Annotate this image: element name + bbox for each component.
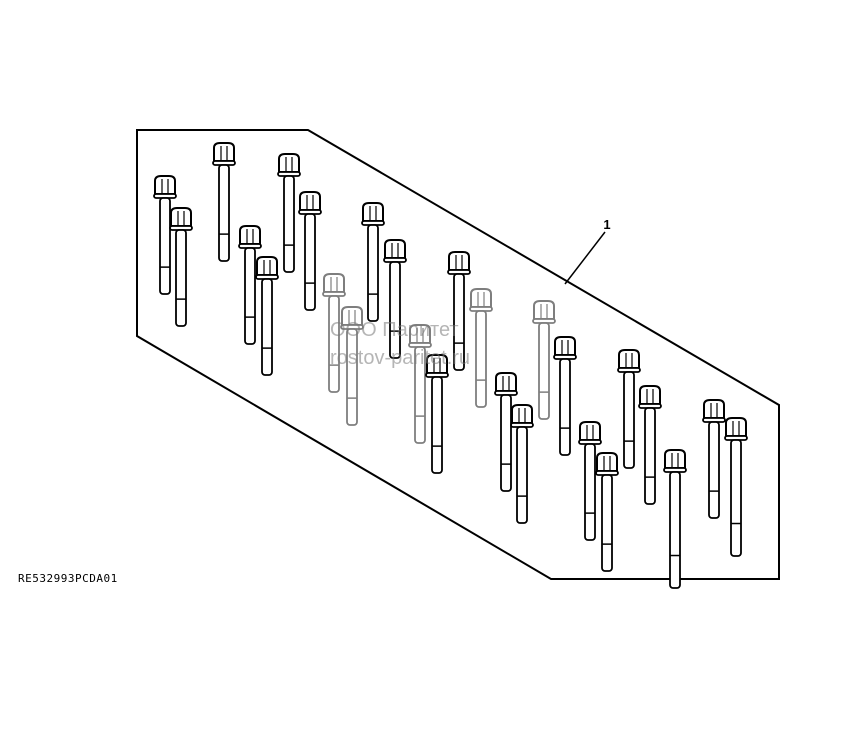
bolt-head (384, 239, 406, 259)
bolt (322, 273, 346, 393)
bolt-head (664, 449, 686, 469)
bolt-shank (453, 273, 465, 371)
bolt-shank (500, 394, 512, 492)
bolt-head (170, 207, 192, 227)
bolt (238, 225, 262, 345)
bolt-head (596, 452, 618, 472)
bolt-shank (346, 328, 358, 426)
bolt-shank (244, 247, 256, 345)
bolt (553, 336, 577, 456)
bolt (153, 175, 177, 295)
bolt-shank (623, 371, 635, 469)
bolt (469, 288, 493, 408)
bolt-shank (475, 310, 487, 408)
bolt-head (495, 372, 517, 392)
bolt-shank (328, 295, 340, 393)
bolt-shank (367, 224, 379, 322)
bolt-shank (431, 376, 443, 474)
bolt (298, 191, 322, 311)
bolt (578, 421, 602, 541)
bolt-head (639, 385, 661, 405)
bolt-shank (414, 346, 426, 444)
bolt-shank (538, 322, 550, 420)
bolt (663, 449, 687, 589)
watermark-line-2: rostov-paritet.ru (330, 347, 471, 369)
bolt-shank (304, 213, 316, 311)
bolt-shank (601, 474, 613, 572)
bolt-shank (559, 358, 571, 456)
bolt-head (409, 324, 431, 344)
bolt-head (299, 191, 321, 211)
bolt (408, 324, 432, 444)
bolt (447, 251, 471, 371)
bolt-head (618, 349, 640, 369)
reference-code: RE532993PCDA01 (18, 572, 118, 585)
bolt-shank (708, 421, 720, 519)
bolt (212, 142, 236, 262)
bolt-shank (584, 443, 596, 541)
bolt-head (239, 225, 261, 245)
bolt (617, 349, 641, 469)
bolt-shank (730, 439, 742, 557)
callout-number: 1 (603, 217, 610, 232)
bolt-shank (218, 164, 230, 262)
bolt-shank (159, 197, 171, 295)
bolt-shank (669, 471, 681, 589)
bolt (340, 306, 364, 426)
bolt-head (725, 417, 747, 437)
bolt (724, 417, 748, 557)
bolt (255, 256, 279, 376)
bolt (425, 354, 449, 474)
bolt-head (554, 336, 576, 356)
bolt-head (533, 300, 555, 320)
bolt (494, 372, 518, 492)
bolt (532, 300, 556, 420)
bolt-shank (644, 407, 656, 505)
bolt-head (341, 306, 363, 326)
bolt-head (323, 273, 345, 293)
bolt-shank (261, 278, 273, 376)
bolt (277, 153, 301, 273)
bolt-head (213, 142, 235, 162)
bolt (361, 202, 385, 322)
bolt (702, 399, 726, 519)
bolt (383, 239, 407, 359)
bolt-shank (516, 426, 528, 524)
bolt-shank (175, 229, 187, 327)
bolt-head (511, 404, 533, 424)
bolt-group (153, 142, 748, 589)
bolt (595, 452, 619, 572)
bolt (169, 207, 193, 327)
bolt-head (278, 153, 300, 173)
bolt-head (448, 251, 470, 271)
bolt (510, 404, 534, 524)
bolt-head (256, 256, 278, 276)
bolt (638, 385, 662, 505)
bolt-head (154, 175, 176, 195)
bolt-head (426, 354, 448, 374)
bolt-head (703, 399, 725, 419)
bolt-shank (389, 261, 401, 359)
watermark: ООО Паритет rostov-paritet.ru (330, 316, 470, 372)
watermark-line-1: ООО Паритет (330, 319, 459, 341)
bolt-head (362, 202, 384, 222)
bolt-shank (283, 175, 295, 273)
bolt-head (470, 288, 492, 308)
bolt-head (579, 421, 601, 441)
callout-leader-line (564, 231, 606, 285)
